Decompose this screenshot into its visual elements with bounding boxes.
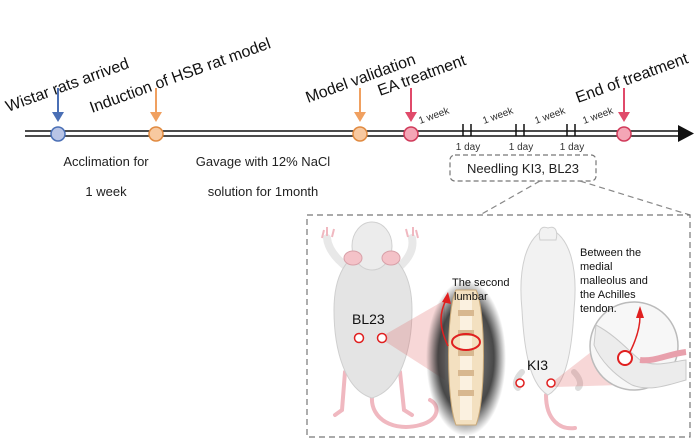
bl23-label: BL23 (352, 311, 385, 327)
acclimation-text-1: Acclimation for (63, 154, 149, 169)
event-label-end: End of treatment (574, 50, 691, 107)
week-labels: 1 week 1 week 1 week 1 week (417, 105, 615, 127)
ki3-note: Between the medial malleolus and the Ach… (580, 247, 648, 315)
spine-note-1: The second (452, 277, 509, 289)
needling-box-label: Needling KI3, BL23 (467, 161, 579, 176)
week-label-2: 1 week (481, 105, 515, 127)
ki3-point-right (546, 378, 556, 388)
needling-box: Needling KI3, BL23 (449, 154, 597, 182)
spine-highlight (451, 333, 481, 351)
day-label-2: 1 day (509, 142, 533, 153)
spine-note-2: lumbar (454, 291, 488, 303)
gavage-text-2: solution for 1month (208, 184, 319, 199)
event-dot-end (616, 126, 632, 142)
ki3-note-3: malleolus and (580, 275, 648, 287)
day-ticks (462, 124, 576, 136)
ankle-zoom (589, 301, 687, 391)
spine-illustration (426, 280, 506, 436)
ki3-note-1: Between the (580, 247, 641, 259)
ki3-point-left (515, 378, 525, 388)
day-labels: 1 day 1 day 1 day (456, 142, 584, 153)
acclimation-text-2: 1 week (85, 184, 127, 199)
event-dot-validation (352, 126, 368, 142)
event-labels: Wistar rats arrived Induction of HSB rat… (4, 35, 691, 116)
event-markers (50, 88, 632, 142)
timeline-arrowhead (678, 125, 694, 142)
connector-left (479, 180, 541, 216)
timeline-axis (25, 125, 694, 142)
lower-labels: Acclimation for 1 week Gavage with 12% N… (63, 154, 330, 199)
week-label-1: 1 week (417, 105, 451, 127)
bl23-point-right (376, 332, 388, 344)
event-dot-arrived (50, 126, 66, 142)
event-dot-ea (403, 126, 419, 142)
week-label-3: 1 week (533, 105, 567, 127)
bl23-point-left (353, 332, 365, 344)
ki3-note-4: the Achilles (580, 289, 636, 301)
day-label-1: 1 day (456, 142, 480, 153)
event-dot-induction (148, 126, 164, 142)
day-label-3: 1 day (560, 142, 584, 153)
ki3-label: KI3 (527, 357, 548, 373)
gavage-text-1: Gavage with 12% NaCl (196, 154, 331, 169)
week-label-4: 1 week (581, 105, 615, 127)
detail-panel (306, 214, 691, 438)
ki3-note-5: tendon. (580, 303, 617, 315)
ki3-zoom-point (617, 350, 633, 366)
connector-right (579, 180, 691, 216)
ki3-note-2: medial (580, 261, 612, 273)
